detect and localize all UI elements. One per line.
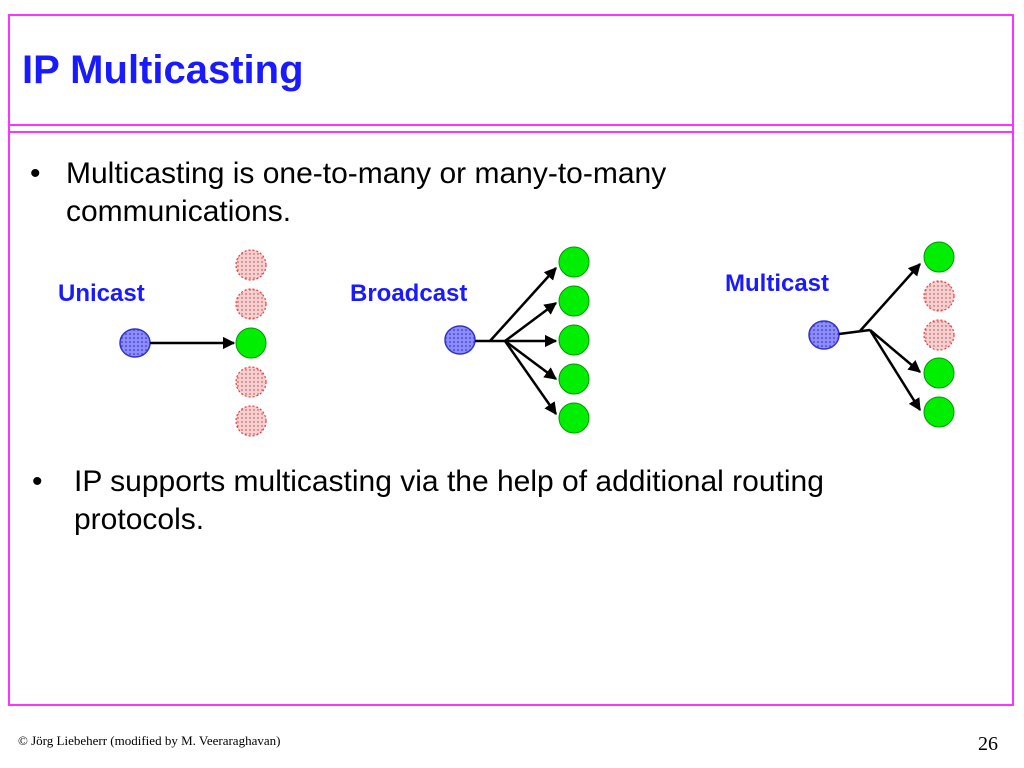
unicast-receiver-1 [235,249,267,281]
unicast-receiver-3 [235,327,267,359]
multicast-diagram: Multicast [725,241,955,428]
broadcast-receiver-4 [558,363,590,395]
broadcast-arrow-1 [489,267,557,342]
page-number: 26 [978,733,998,755]
footer-copyright: © Jörg Liebeherr (modified by M. Veerara… [18,733,281,748]
multicast-label: Multicast [725,270,829,297]
bullet-text: IP supports multicasting via the help of… [74,465,824,536]
unicast-label: Unicast [58,280,145,307]
unicast-diagram: Unicast [58,249,267,437]
broadcast-arrow-5 [503,340,558,416]
broadcast-arrow-4 [504,339,558,381]
broadcast-arrow-2 [504,301,558,343]
broadcast-receiver-1 [558,246,590,278]
broadcast-receiver-3 [558,324,590,356]
bullet-text: Multicasting is one-to-many or many-to-m… [66,157,667,228]
bullet-item-2: • IP supports multicasting via the help … [32,463,962,539]
broadcast-receiver-5 [558,402,590,434]
unicast-sender-node [119,328,151,358]
slide-frame [8,14,1014,706]
multicast-receiver-3 [923,319,955,351]
multicast-receiver-1 [923,241,955,273]
unicast-receiver-4 [235,366,267,398]
unicast-receiver-5 [235,405,267,437]
multicast-stem [838,328,871,336]
multicast-receiver-4 [923,357,955,389]
multicast-arrow-1 [859,263,921,332]
bullet-item-1: • Multicasting is one-to-many or many-to… [30,155,790,231]
broadcast-label: Broadcast [350,280,467,307]
multicast-arrow-2 [869,329,921,373]
multicast-receiver-2 [923,280,955,312]
unicast-receiver-2 [235,288,267,320]
title-separator [8,124,1014,133]
broadcast-receiver-2 [558,285,590,317]
multicast-sender-node [808,320,840,350]
slide-title: IP Multicasting [22,48,304,92]
multicast-receiver-5 [923,396,955,428]
bullet-marker: • [32,465,43,498]
multicast-arrow-3 [868,329,922,412]
bullet-marker: • [30,157,41,190]
broadcast-sender-node [444,325,476,355]
broadcast-diagram: Broadcast [350,246,590,434]
